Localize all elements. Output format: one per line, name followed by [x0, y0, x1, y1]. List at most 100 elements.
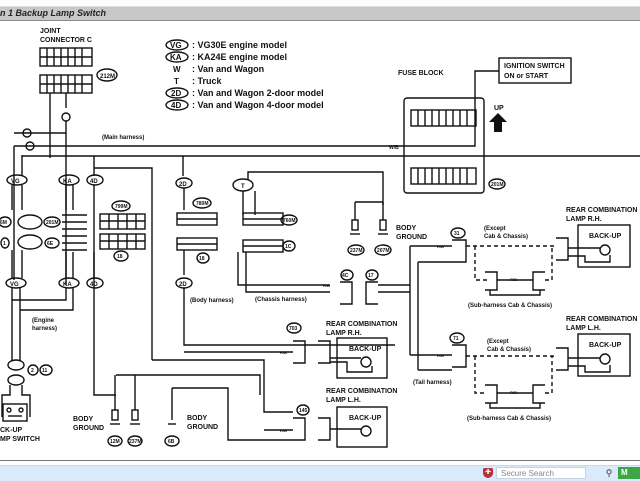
variant-badge-4d-bottom: 4D [86, 277, 104, 289]
shield-icon[interactable]: ✚ [483, 468, 493, 478]
svg-text:VG: VG [170, 41, 182, 50]
label-except-rh-1: (Except [484, 226, 506, 232]
label-body-ground-top: BODY [396, 225, 417, 232]
svg-text:KA: KA [63, 179, 72, 185]
legend-item-t: : Truck [192, 76, 223, 86]
status-separator [0, 460, 640, 461]
variant-badge-4d: 4D [86, 174, 104, 186]
svg-text:KA: KA [63, 282, 72, 288]
window-title: n 1 Backup Lamp Switch [0, 8, 107, 18]
variant-badge-vg-bottom: VG [5, 277, 27, 289]
magnifier-icon[interactable]: ⚲ [605, 468, 613, 478]
m-button[interactable]: M [618, 467, 640, 479]
backup-lamp-rh-right: BACK-UP [577, 224, 631, 268]
label-except-lh-1: (Except [487, 339, 509, 345]
connector-ka-stack [62, 214, 87, 251]
connector-badge-703: 703 [286, 322, 302, 334]
variant-badge-ka: KA [58, 174, 80, 186]
svg-text:6B: 6B [168, 439, 175, 445]
variant-badge-vg: VG [6, 174, 28, 186]
svg-text:LAMP L.H.: LAMP L.H. [326, 397, 361, 404]
ground-237m: 237M [347, 219, 365, 256]
svg-text:VG: VG [10, 282, 19, 288]
wire-label-wb: W/B [389, 145, 399, 151]
label-rcl-rh-mid: REAR COMBINATION [326, 321, 397, 328]
label-subharness-lh: (Sub-harness Cab & Chassis) [467, 416, 551, 422]
secure-search-input[interactable]: Secure Search [496, 467, 586, 479]
lamp-connector-rh-right [556, 237, 569, 261]
connector-badge-31: 31 [450, 227, 466, 239]
ground-207m: 207M [374, 219, 392, 256]
svg-text:R/B: R/B [280, 350, 287, 355]
svg-text:2D: 2D [179, 182, 187, 188]
svg-text:Cab & Chassis): Cab & Chassis) [484, 234, 528, 240]
connector-badge-6m: 6M [0, 216, 12, 228]
svg-text:GROUND: GROUND [396, 234, 427, 241]
svg-text:R/B: R/B [280, 428, 287, 433]
svg-text:201M: 201M [491, 182, 504, 188]
svg-text:145: 145 [299, 408, 308, 414]
svg-text:LAMP R.H.: LAMP R.H. [566, 216, 602, 223]
ground-237m-bottom: 237M [127, 409, 143, 447]
svg-text:31: 31 [454, 231, 460, 237]
svg-text:18: 18 [199, 256, 205, 262]
svg-text:201M: 201M [46, 220, 59, 226]
svg-text:R/B: R/B [437, 353, 444, 358]
connector-badge-17: 17 [365, 269, 379, 281]
lamp-connector-rh-mid [318, 340, 331, 364]
connector-badge-780m: 780M [192, 197, 212, 209]
connector-31 [452, 239, 467, 263]
legend-item-4d: : Van and Wagon 4-door model [192, 100, 324, 110]
connector-71 [452, 344, 467, 368]
label-body-ground-right: BODY [187, 415, 208, 422]
connector-badge-6e: 6E [44, 237, 60, 249]
label-backup-switch-2: MP SWITCH [0, 436, 40, 443]
connector-780m [176, 212, 218, 251]
variant-badge-t: T [232, 178, 254, 192]
connector-703 [293, 340, 306, 364]
connector-badge-18-left: 18 [113, 250, 129, 262]
label-fuse-block: FUSE BLOCK [398, 70, 444, 77]
connector-t-icon [25, 141, 35, 151]
browser-top-strip [0, 0, 640, 6]
label-joint: JOINT [40, 28, 61, 35]
connector-badge-1: 1 [0, 237, 10, 249]
legend-item-ka: : KA24E engine model [192, 52, 287, 62]
legend-item-vg: : VG30E engine model [192, 40, 287, 50]
svg-text:BACK-UP: BACK-UP [589, 233, 622, 240]
connector-145 [293, 417, 306, 441]
subharness-connector-rh-right [532, 271, 545, 291]
svg-text:R/B: R/B [510, 277, 517, 282]
svg-text:R/B: R/B [323, 283, 330, 288]
svg-text:R/B: R/B [437, 244, 444, 249]
svg-text:780M: 780M [196, 201, 209, 207]
label-subharness-rh: (Sub-harness Cab & Chassis) [468, 303, 552, 309]
label-chassis-harness: (Chassis harness) [255, 297, 307, 303]
svg-text:18: 18 [117, 254, 123, 260]
ground-6b: 6B [164, 388, 180, 447]
connector-badge-760m: 760M [280, 214, 298, 226]
subharness-connector-lh-left [485, 384, 498, 404]
label-backup-switch-1: CK-UP [0, 427, 22, 434]
label-connector-c: CONNECTOR C [40, 37, 92, 44]
window-title-bar: n 1 Backup Lamp Switch [0, 6, 640, 21]
svg-text:GROUND: GROUND [187, 424, 218, 431]
svg-text:2D: 2D [179, 282, 187, 288]
svg-text:BACK-UP: BACK-UP [589, 342, 622, 349]
svg-text:T: T [174, 77, 179, 86]
up-arrow-icon [489, 113, 507, 132]
label-body-ground-left: BODY [73, 416, 94, 423]
backup-lamp-lh-right: BACK-UP [577, 333, 631, 377]
svg-text:237M: 237M [350, 248, 363, 254]
svg-text:2: 2 [31, 368, 34, 374]
backup-lamp-switch [1, 385, 31, 422]
svg-text:1: 1 [3, 241, 6, 247]
svg-text:Cab & Chassis): Cab & Chassis) [487, 347, 531, 353]
svg-text:212M: 212M [100, 74, 115, 80]
variant-badge-ka-bottom: KA [58, 277, 80, 289]
label-main-harness: (Main harness) [102, 135, 144, 141]
label-rcl-lh-mid: REAR COMBINATION [326, 388, 397, 395]
svg-text:W: W [173, 65, 181, 74]
svg-text:R/B: R/B [510, 390, 517, 395]
svg-text:17: 17 [368, 273, 374, 279]
